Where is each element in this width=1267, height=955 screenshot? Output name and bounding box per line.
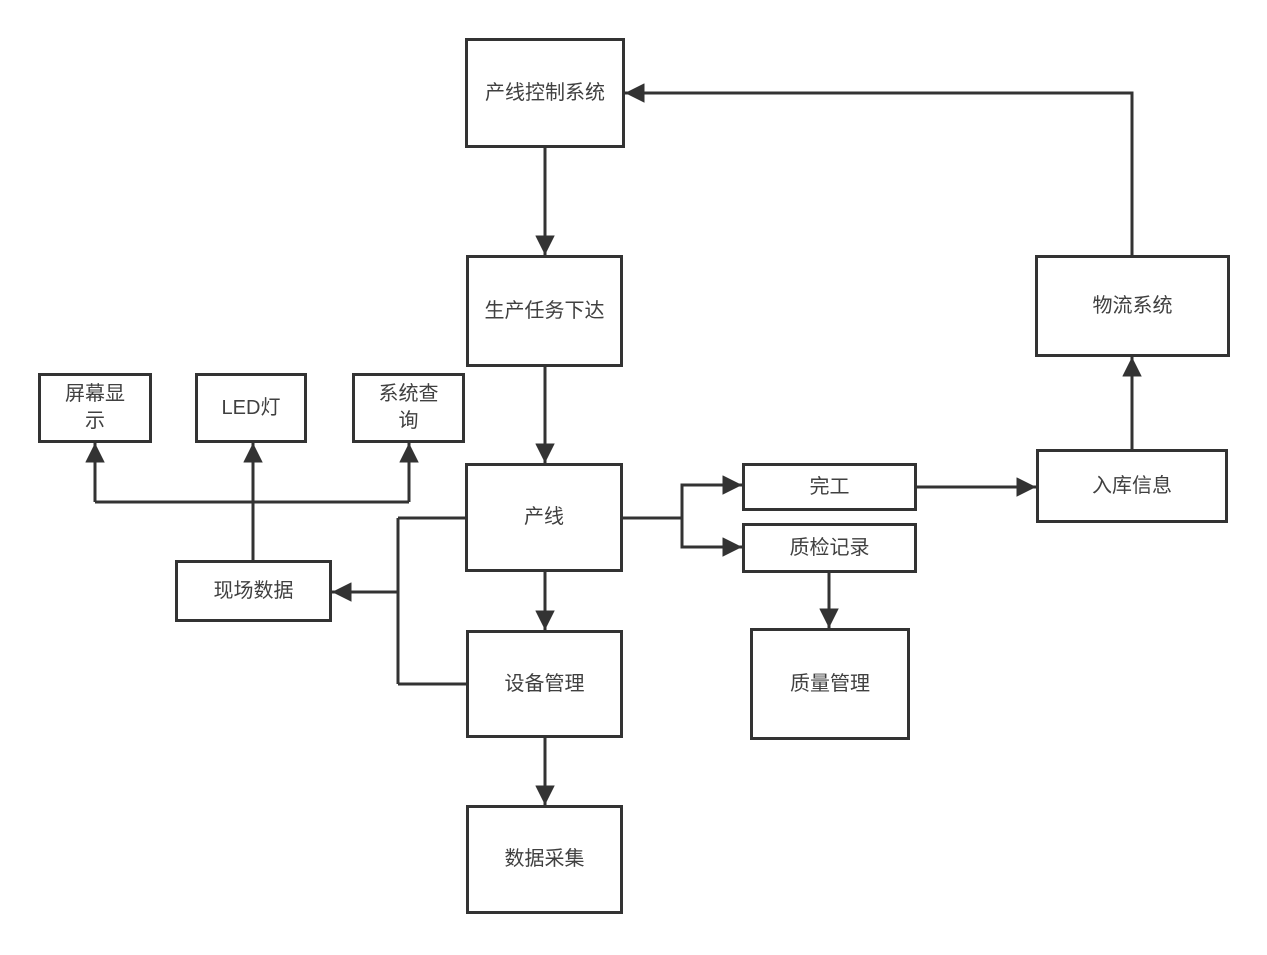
node-site-data: 现场数据 [175,560,332,622]
node-equipment-management: 设备管理 [466,630,623,738]
node-logistics-system: 物流系统 [1035,255,1230,357]
node-quality-inspection-record: 质检记录 [742,523,917,573]
node-warehousing-info: 入库信息 [1036,449,1228,523]
node-completion: 完工 [742,463,917,511]
node-screen-display: 屏幕显 示 [38,373,152,443]
edge-production-line-to-inspection-record [680,518,742,557]
edge-logistics-to-control [625,83,1134,255]
node-production-task-issue: 生产任务下达 [466,255,623,367]
node-led-light: LED灯 [195,373,307,443]
node-system-query: 系统查 询 [352,373,465,443]
node-data-collection: 数据采集 [466,805,623,914]
edge-production-line-to-completion [680,475,742,518]
node-quality-management: 质量管理 [750,628,910,740]
node-production-line-control-system: 产线控制系统 [465,38,625,148]
node-production-line: 产线 [465,463,623,572]
